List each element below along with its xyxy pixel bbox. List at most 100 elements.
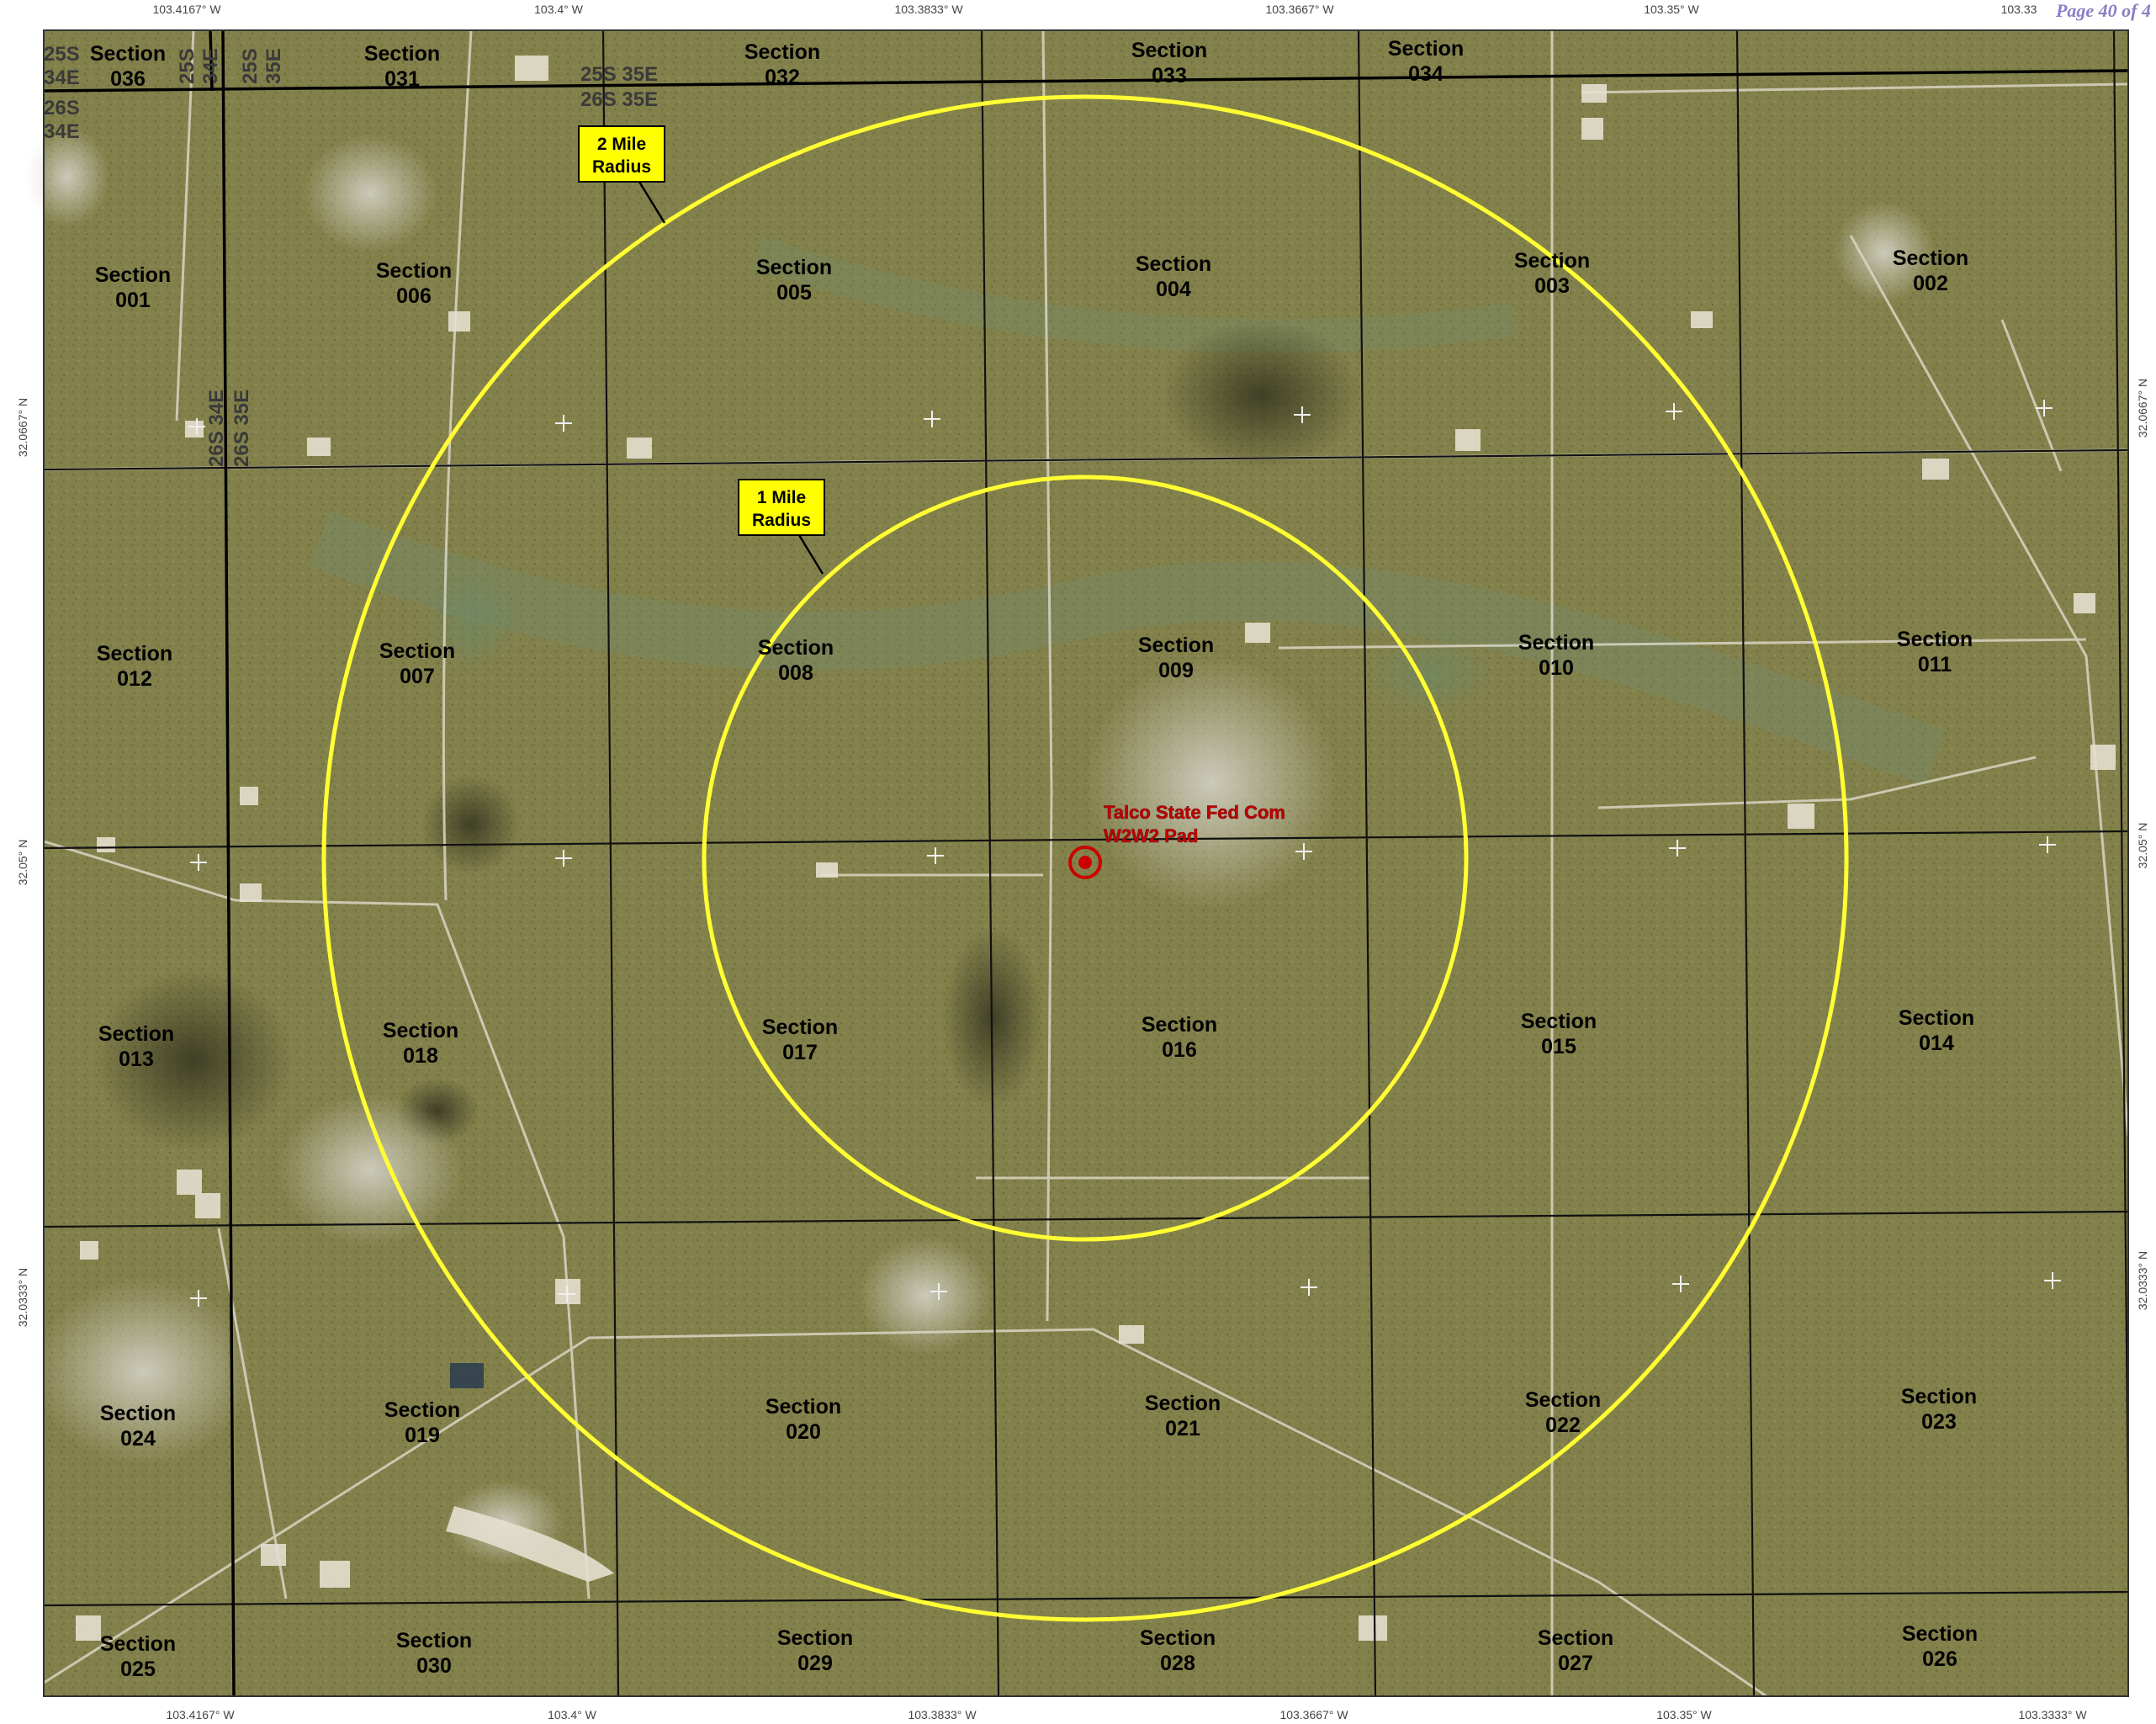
section-number-021: 021 [1165, 1417, 1200, 1440]
section-number-029: 029 [797, 1652, 833, 1675]
lat-left-2: 32.0333° N [16, 1268, 29, 1327]
section-number-001: 001 [115, 289, 151, 312]
lon-bottom-4: 103.35° W [1656, 1708, 1712, 1721]
section-number-012: 012 [117, 667, 152, 691]
graticule-crosses [188, 400, 2061, 1307]
section-label-026: Section [1902, 1622, 1978, 1646]
section-label-024: Section [100, 1402, 176, 1425]
lat-right-2: 32.0333° N [2136, 1251, 2149, 1310]
section-number-016: 016 [1162, 1038, 1197, 1062]
page-label: Page 40 of 4 [2055, 0, 2151, 21]
section-label-029: Section [777, 1626, 853, 1650]
section-label-019: Section [384, 1398, 460, 1422]
two-mile-callout-box [578, 125, 665, 183]
section-number-030: 030 [416, 1654, 452, 1678]
section-label-025: Section [100, 1632, 176, 1656]
section-label-003: Section [1514, 249, 1590, 273]
section-label-033: Section [1131, 39, 1207, 62]
section-label-015: Section [1521, 1010, 1597, 1033]
section-number-026: 026 [1922, 1647, 1957, 1671]
section-grid [43, 29, 2130, 1697]
section-label-018: Section [383, 1019, 458, 1042]
section-number-032: 032 [765, 66, 800, 89]
two-mile-callout-leader [638, 181, 666, 224]
map-border [43, 29, 2129, 1697]
twp-25s-34e-b-line-1: 34E [199, 48, 222, 84]
section-number-028: 028 [1160, 1652, 1195, 1675]
latitude-ticks-left: 32.0667° N 32.05° N 32.0333° N [16, 398, 29, 1327]
section-label-016: Section [1142, 1013, 1217, 1037]
section-number-024: 024 [120, 1427, 156, 1451]
site-target-icon[interactable] [1068, 846, 1102, 879]
section-label-034: Section [1388, 37, 1464, 61]
section-number-017: 017 [782, 1041, 818, 1064]
section-number-027: 027 [1558, 1652, 1593, 1675]
one-mile-callout-line-1: 1 Mile [757, 488, 806, 507]
lat-left-0: 32.0667° N [16, 398, 29, 457]
section-number-008: 008 [778, 661, 813, 685]
twp-26s-34e-a-line-0: 26S [44, 97, 80, 119]
section-label-011: Section [1897, 628, 1973, 651]
section-number-022: 022 [1545, 1414, 1581, 1437]
section-number-031: 031 [384, 67, 420, 91]
lon-bottom-5: 103.3333° W [2018, 1708, 2087, 1721]
section-number-034: 034 [1408, 62, 1444, 86]
township-lines [43, 29, 2129, 1697]
longitude-ticks-top: 103.4167° W 103.4° W 103.3833° W 103.366… [152, 3, 2037, 16]
lat-left-1: 32.05° N [16, 840, 29, 886]
section-label-023: Section [1901, 1385, 1977, 1408]
section-number-010: 010 [1539, 656, 1574, 680]
twp-26s-34e-a-line-1: 34E [44, 120, 80, 143]
section-label-030: Section [396, 1629, 472, 1652]
section-label-032: Section [744, 40, 820, 64]
site-center-dot [1078, 856, 1092, 869]
section-labels: Section036Section031Section032Section033… [90, 37, 1978, 1681]
section-number-003: 003 [1534, 274, 1570, 298]
one-mile-callout: 1 Mile Radius [738, 479, 825, 575]
section-label-027: Section [1538, 1626, 1613, 1650]
section-label-022: Section [1525, 1388, 1601, 1412]
twp-25s-35e-a-line-1: 35E [262, 48, 285, 84]
section-label-013: Section [98, 1022, 174, 1046]
section-number-004: 004 [1156, 278, 1191, 301]
radius-circles [321, 94, 1849, 1622]
twp-26s-35e-c-line-0: 26S 35E [230, 390, 253, 467]
lon-top-4: 103.35° W [1644, 3, 1699, 16]
section-label-017: Section [762, 1016, 838, 1039]
section-number-015: 015 [1541, 1035, 1576, 1058]
section-number-018: 018 [403, 1044, 438, 1068]
section-label-008: Section [758, 636, 834, 660]
section-label-031: Section [364, 42, 440, 66]
site-marker[interactable]: Talco State Fed Com W2W2 Pad [1068, 802, 1285, 879]
lat-right-1: 32.05° N [2136, 823, 2149, 869]
lon-top-1: 103.4° W [534, 3, 584, 16]
terrain-layer [25, 30, 2128, 1696]
section-label-001: Section [95, 263, 171, 287]
lon-top-2: 103.3833° W [894, 3, 963, 16]
lon-top-0: 103.4167° W [152, 3, 221, 16]
lat-right-0: 32.0667° N [2136, 379, 2149, 438]
section-label-010: Section [1518, 631, 1594, 655]
lon-bottom-0: 103.4167° W [166, 1708, 235, 1721]
lon-bottom-3: 103.3667° W [1279, 1708, 1348, 1721]
lon-bottom-2: 103.3833° W [908, 1708, 977, 1721]
section-label-007: Section [379, 639, 455, 663]
one-mile-callout-box [738, 479, 825, 536]
section-number-011: 011 [1918, 653, 1952, 676]
twp-26s-34e-c-line-0: 26S 34E [205, 390, 228, 467]
section-number-002: 002 [1913, 272, 1948, 295]
twp-25s-35e-a-line-0: 25S [239, 48, 262, 84]
section-number-019: 019 [405, 1424, 440, 1447]
section-label-014: Section [1899, 1006, 1974, 1030]
twp-25s-34e-b-line-0: 25S [176, 48, 199, 84]
section-number-025: 025 [120, 1658, 156, 1681]
section-label-012: Section [97, 642, 172, 666]
section-number-033: 033 [1152, 64, 1187, 88]
latitude-ticks-right: 32.0667° N 32.05° N 32.0333° N [2136, 379, 2149, 1310]
twp-25s-34e-a-line-0: 25S [44, 43, 80, 66]
section-number-023: 023 [1921, 1410, 1957, 1434]
section-label-020: Section [765, 1395, 841, 1419]
